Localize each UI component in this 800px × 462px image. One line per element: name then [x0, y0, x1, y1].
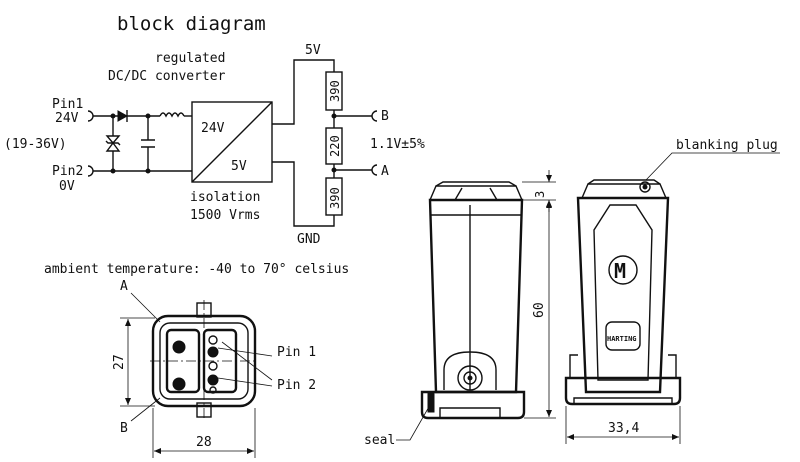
front-label-a: A — [120, 279, 128, 294]
inductor — [159, 112, 185, 118]
side-base — [420, 390, 526, 420]
back-base — [564, 376, 682, 406]
logo-letter: M — [614, 259, 626, 283]
front-label-b: B — [120, 421, 128, 436]
seal-label: seal — [364, 433, 395, 448]
cable-gland-outline — [443, 351, 497, 390]
gnd-label: GND — [297, 232, 321, 247]
output-a-connector-symbol — [371, 164, 378, 176]
side-view: seal 3 60 — [364, 170, 556, 448]
seal-shape — [427, 391, 435, 413]
gnd-rail-wire — [272, 161, 335, 227]
back-view: blanking plug M HARTING 33,4 — [564, 138, 780, 444]
front-pin1-label: Pin 1 — [277, 345, 316, 360]
pin2-voltage: 0V — [59, 179, 75, 194]
ambient-temperature: ambient temperature: -40 to 70° celsius — [44, 262, 349, 277]
blanking-plug-label: blanking plug — [676, 138, 778, 153]
side-dim-top: 3 — [533, 191, 547, 198]
side-dim-height: 60 — [532, 302, 547, 318]
pin1-label: Pin1 — [52, 97, 83, 112]
output-b-label: B — [381, 109, 389, 124]
converter-label-regulated: regulated — [155, 51, 225, 66]
resistor-middle-value: 220 — [328, 135, 342, 157]
capacitor — [141, 116, 155, 171]
5v-rail-label: 5V — [305, 43, 321, 58]
resistor-top-value: 390 — [328, 80, 342, 102]
back-dim-width: 33,4 — [608, 421, 639, 436]
front-dim-width: 28 — [196, 435, 212, 450]
side-housing-outline — [428, 198, 524, 394]
front-dim-height: 27 — [112, 354, 127, 370]
brand-text: HARTING — [607, 335, 637, 343]
front-pin2-label: Pin 2 — [277, 378, 316, 393]
converter-label-dcdc: DC/DC converter — [108, 69, 226, 84]
output-voltage: 1.1V±5% — [370, 137, 425, 152]
series-diode — [117, 110, 129, 122]
front-view: A B Pin 1 Pin 2 27 28 — [112, 279, 316, 458]
pin1-contact — [207, 346, 219, 358]
input-range: (19-36V) — [4, 137, 67, 152]
converter-input-voltage: 24V — [201, 121, 225, 136]
dcdc-converter-block — [191, 101, 273, 183]
resistor-bottom-value: 390 — [328, 187, 342, 209]
pin2-label: Pin2 — [52, 164, 83, 179]
pin2-connector-symbol — [87, 165, 94, 177]
output-b-connector-symbol — [371, 110, 378, 122]
resistor-bottom — [325, 177, 343, 216]
converter-output-voltage: 5V — [231, 159, 247, 174]
back-housing-outline — [576, 196, 670, 394]
5v-rail-wire — [272, 59, 335, 125]
pin1-connector-symbol — [87, 110, 94, 122]
output-a-label: A — [381, 164, 389, 179]
logo-circle — [608, 255, 638, 285]
isolation-voltage: 1500 Vrms — [190, 208, 260, 223]
isolation-label: isolation — [190, 190, 260, 205]
blanking-plug — [639, 181, 651, 193]
pin2-contact — [207, 374, 219, 386]
block-diagram: block diagram regulated DC/DC converter … — [4, 13, 425, 247]
block-diagram-title: block diagram — [117, 13, 266, 35]
brand-plate — [605, 321, 641, 351]
pin1-voltage: 24V — [55, 111, 79, 126]
